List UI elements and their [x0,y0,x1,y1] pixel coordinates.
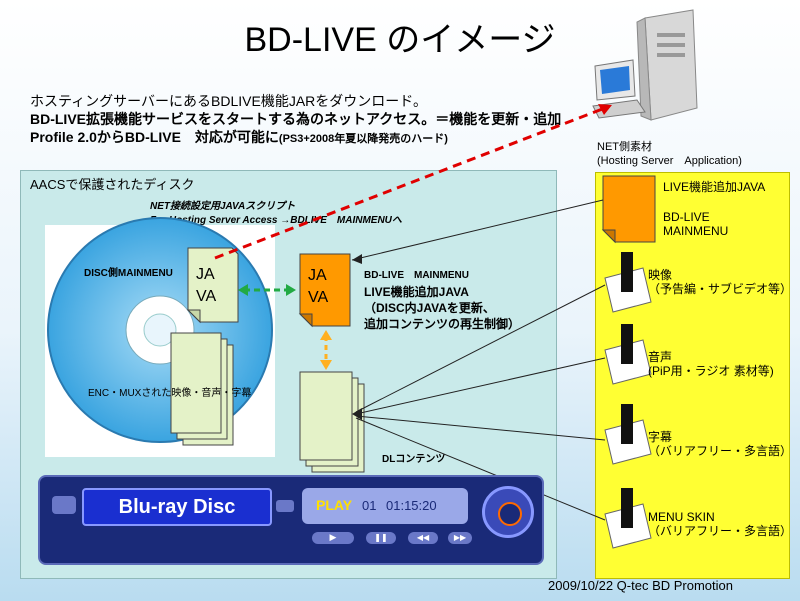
net-item-menu-skin-title: MENU SKIN [648,510,715,524]
player-eject-button[interactable] [276,500,294,512]
script-label-1: NET接続設定用JAVAスクリプト [150,201,296,212]
live-java-line-1: LIVE機能追加JAVA [364,285,469,299]
intro-line-1: ホスティングサーバーにあるBDLIVE機能JARをダウンロード。 [30,93,427,109]
disc-java-doc-icon [186,247,239,324]
disc-java-text-2: VA [196,288,217,305]
player-play-label: PLAY [316,497,353,513]
net-item-audio-title: 音声 [648,350,673,364]
dl-contents-label: DLコンテンツ [382,454,446,465]
player-dpad-center-button[interactable] [498,502,522,526]
intro-line-3: Profile 2.0からBD-LIVE 対応が可能に(PS3+2008年夏以降… [30,128,448,148]
enc-docs-icon [170,332,234,446]
net-item-subtitle: 字幕 （バリアフリー・多言語） [648,430,792,458]
server-icon [585,8,705,138]
server-label-1: NET側素材 [597,141,652,153]
player-forward-button[interactable]: ▶▶ [448,532,472,544]
live-java-line-2: （DISC内JAVAを更新、 [364,301,495,315]
net-item-menu-skin: MENU SKIN （バリアフリー・多言語） [648,510,792,538]
net-item-subtitle-title: 字幕 [648,430,673,444]
intro-line-3-main: Profile 2.0からBD-LIVE 対応が可能に [30,129,279,145]
video-envelope-icon [604,252,652,313]
net-access-line [214,106,606,260]
disc-icon [47,217,273,443]
intro-line-3-note: (PS3+2008年夏以降発売のハード) [278,133,448,145]
player-time: 01:15:20 [386,498,437,513]
net-item-menu-skin-desc: （バリアフリー・多言語） [648,524,793,538]
bluray-brand-label: Blu-ray Disc [82,488,272,526]
bdlive-mainmenu-label: BD-LIVE MAINMENU [364,270,469,281]
player-rewind-button[interactable]: ◀◀ [408,532,438,544]
menu-skin-envelope-icon [604,488,652,549]
net-item-java-line-3: MAINMENU [663,224,729,238]
enc-label: ENC・MUXされた映像・音声・字幕 [88,388,252,399]
player-chapter: 01 [362,498,377,513]
player-left-button[interactable] [52,496,76,514]
net-item-video-title: 映像 [648,268,673,282]
disc-mainmenu-label: DISC側MAINMENU [84,268,173,279]
intro-line-2: BD-LIVE拡張機能サービスをスタートする為のネットアクセス。＝機能を更新・追… [30,111,562,127]
bdlive-java-text-2: VA [308,289,329,306]
net-item-video-desc: （予告編・サブビデオ等） [648,282,793,296]
player-display [302,488,468,524]
bdlive-java-doc-icon [298,253,351,328]
net-item-java-line-1: LIVE機能追加JAVA [663,180,766,194]
audio-envelope-icon [604,324,652,385]
live-java-line-3: 追加コンテンツの再生制御） [364,317,521,331]
live-java-desc: LIVE機能追加JAVA （DISC内JAVAを更新、 追加コンテンツの再生制御… [364,284,520,332]
server-label-2: (Hosting Server Application) [597,155,742,167]
net-item-audio: 音声 (PiP用・ラジオ 素材等) [648,350,774,378]
disc-java-text-1: JA [196,266,215,283]
protected-disc-label: AACSで保護されたディスク [30,177,195,192]
player-dpad[interactable] [482,486,534,538]
player-play-button[interactable]: ▶ [312,532,354,544]
bdlive-java-label: JA VA [308,265,328,309]
disc-java-label: JA VA [196,264,216,308]
net-item-audio-desc: (PiP用・ラジオ 素材等) [648,364,774,378]
net-item-video: 映像 （予告編・サブビデオ等） [648,268,792,296]
bdlive-java-text-1: JA [308,267,327,284]
download-lines [351,199,606,521]
footer-credit: 2009/10/22 Q-tec BD Promotion [548,578,733,593]
net-java-doc-icon [601,175,656,244]
net-item-subtitle-desc: （バリアフリー・多言語） [648,444,793,458]
page-title: BD-LIVE のイメージ [244,21,556,59]
dl-content-docs-icon [299,371,365,473]
subtitle-envelope-icon [604,404,652,465]
net-item-java: LIVE機能追加JAVA BD-LIVE MAINMENU [663,180,765,238]
script-label-2: For Hosting Server Access →BDLIVE MAINME… [150,215,402,226]
net-item-java-line-2: BD-LIVE [663,210,710,224]
player-pause-button[interactable]: ❚❚ [366,532,396,544]
